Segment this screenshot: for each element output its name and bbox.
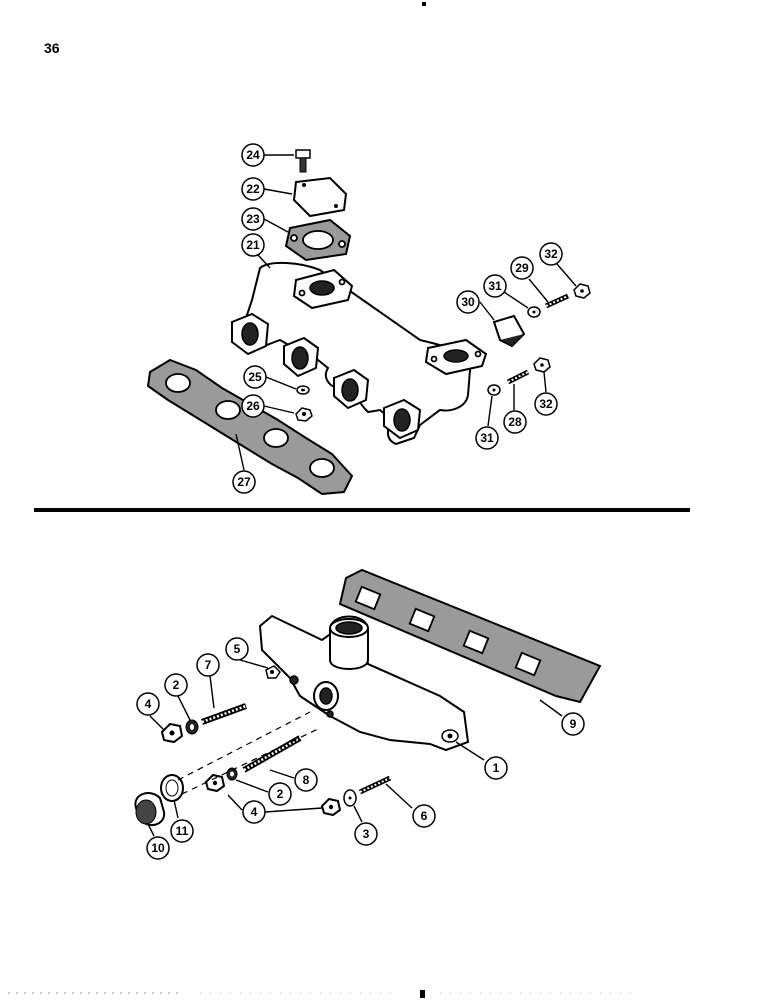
nut-32-upper: [573, 283, 591, 299]
callout-label: 32: [539, 397, 553, 411]
callout-label: 31: [480, 431, 494, 445]
callout-22: 22: [241, 177, 265, 201]
callout-5: 5: [225, 637, 249, 661]
bottom-scan-marks: [8, 990, 640, 998]
callout-30: 30: [456, 290, 480, 314]
callout-21: 21: [241, 233, 265, 257]
callout-label: 27: [237, 475, 251, 489]
callout-label: 2: [173, 678, 180, 692]
callout-28: 28: [503, 410, 527, 434]
callout-6: 6: [412, 804, 436, 828]
lockwasher-2-lower: [226, 767, 238, 781]
manifold-gasket-27: [146, 358, 354, 496]
callout-label: 32: [544, 247, 558, 261]
spacer-block-30: [492, 314, 526, 348]
callout-31-upper: 31: [483, 274, 507, 298]
alignment-line-upper: [177, 711, 311, 781]
section-divider: [34, 508, 690, 512]
bolt-24: [295, 149, 311, 173]
callout-label: 24: [246, 148, 260, 162]
washer-25: [296, 385, 310, 395]
stud-28: [506, 369, 530, 385]
callout-label: 29: [515, 261, 529, 275]
callout-10: 10: [146, 836, 170, 860]
washer-31-upper: [527, 306, 541, 318]
callout-label: 6: [421, 809, 428, 823]
callout-9: 9: [561, 712, 585, 736]
washer-11: [160, 774, 184, 802]
callout-label: 23: [246, 212, 260, 226]
top-mark: [422, 2, 426, 6]
callout-11: 11: [170, 819, 194, 843]
stud-7: [200, 703, 248, 725]
callout-label: 31: [488, 279, 502, 293]
upper-assembly: [146, 149, 591, 496]
washer-3: [343, 789, 357, 807]
leaders-upper: [235, 154, 577, 471]
callout-2-lower: 2: [268, 782, 292, 806]
washer-31-lower: [487, 384, 501, 396]
callout-label: 30: [461, 295, 475, 309]
callout-label: 7: [205, 658, 212, 672]
callout-label: 22: [246, 182, 260, 196]
callout-29: 29: [510, 256, 534, 280]
exhaust-manifold-21: [231, 261, 488, 446]
callout-label: 26: [246, 399, 260, 413]
gasket-23: [284, 218, 352, 262]
stud-8: [242, 735, 302, 773]
callout-32-lower: 32: [534, 392, 558, 416]
plug-5: [265, 665, 281, 679]
leaders-lower: [147, 659, 563, 837]
lower-assembly: [134, 568, 602, 837]
callout-4-upper: 4: [136, 692, 160, 716]
callout-label: 11: [176, 824, 189, 838]
intake-gasket-9: [338, 568, 602, 704]
callout-3: 3: [354, 822, 378, 846]
callout-1: 1: [484, 756, 508, 780]
callout-4-lower: 4: [242, 800, 266, 824]
callout-label: 2: [277, 787, 284, 801]
callout-31-lower: 31: [475, 426, 499, 450]
nut-26: [295, 407, 313, 422]
alignment-line-lower: [181, 727, 321, 795]
callout-2-upper: 2: [164, 673, 188, 697]
lockwasher-2-upper: [185, 719, 199, 735]
callout-8: 8: [294, 768, 318, 792]
callout-label: 21: [246, 238, 260, 252]
callout-label: 9: [570, 717, 577, 731]
callout-32-upper: 32: [539, 242, 563, 266]
callout-label: 10: [151, 841, 165, 855]
callout-24: 24: [241, 143, 265, 167]
stud-29: [544, 293, 570, 309]
cover-plate-22: [292, 176, 348, 218]
nut-4-right: [320, 797, 342, 817]
cap-10: [134, 792, 166, 827]
stud-6: [358, 775, 392, 795]
callout-label: 25: [248, 370, 262, 384]
callout-label: 1: [493, 761, 500, 775]
callouts: 24 22 23 21 25 26 27 30 31 29 32 31 28 3…: [136, 143, 585, 860]
callout-23: 23: [241, 207, 265, 231]
callout-7: 7: [196, 653, 220, 677]
nut-4-upper: [160, 722, 184, 744]
callout-label: 8: [303, 773, 310, 787]
callout-26: 26: [241, 394, 265, 418]
nut-32-lower: [533, 357, 551, 373]
callout-27: 27: [232, 470, 256, 494]
nut-4-lower: [204, 773, 226, 793]
callout-25: 25: [243, 365, 267, 389]
callout-label: 28: [508, 415, 522, 429]
callout-label: 3: [363, 827, 370, 841]
page-number: 36: [44, 40, 60, 56]
callout-label: 4: [251, 805, 258, 819]
callout-label: 5: [234, 642, 241, 656]
callout-label: 4: [145, 697, 152, 711]
intake-manifold-1: [258, 614, 470, 752]
